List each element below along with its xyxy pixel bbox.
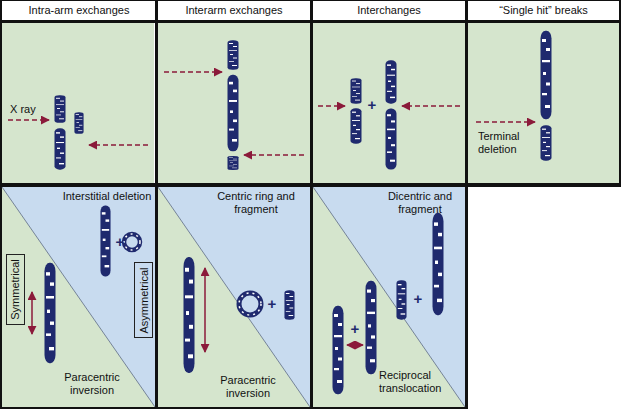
xray-arrow [476,121,535,123]
xray-arrow [244,154,304,156]
chromosome [45,31,552,395]
caption-label: Intra-arm exchanges [3,4,155,17]
caption-label: Reciprocal translocation [379,369,451,395]
caption-label: Centric ring and fragment [204,190,308,216]
grid-lines [619,0,621,186]
panel-grounds [313,187,465,407]
rotated-label: Asymmetrical [137,267,150,333]
plus-sign: + [408,290,428,307]
chromosome [386,109,397,170]
boxed-label: Asymmetrical [134,262,153,338]
xray-arrow [8,119,49,121]
xray-arrow [402,105,460,107]
panel-grounds [158,187,310,407]
plus-sign: + [262,295,282,312]
rotated-label: Symmetrical [9,259,22,320]
chromosome [228,40,239,70]
chromosome [55,95,66,123]
chromosome [184,257,195,373]
grid-lines [465,0,468,409]
diagonal-split [158,187,310,407]
caption-label: Paracentric inversion [56,371,128,397]
diagonal-split [313,187,465,407]
caption-label: Interchanges [313,4,465,17]
caption-label: Dicentric and fragment [376,190,464,216]
plus-sign: + [110,233,130,250]
inversion-arrow [32,268,363,352]
panel-grounds [2,187,155,407]
ring-chromosome [124,234,140,250]
ring-chromosome [124,234,140,250]
xray-arrow [318,105,345,107]
chromosome [541,125,552,160]
chromosome [386,60,397,103]
inversion-arrow [204,268,206,352]
inversion-arrow [31,292,33,334]
panel-grounds [2,23,154,183]
panel-grounds [158,23,310,183]
caption-label: “Single hit” breaks [468,4,619,17]
chromosome [45,263,56,363]
xray-arrow [164,71,222,73]
panel-grounds [468,23,619,183]
ring-chromosome [239,293,261,315]
panel-grounds [2,187,155,407]
grid-lines [155,0,158,409]
chromosome [55,128,66,169]
plus-sign: + [362,96,382,113]
diagonal-split [2,187,465,407]
chromosome [333,306,344,395]
chromosome [351,108,362,143]
caption-label: Paracentric inversion [212,374,284,400]
chromosome [228,75,239,152]
grid-lines [310,0,313,409]
xray-arrow [8,72,535,155]
panel-grounds [313,187,465,407]
chromosome [284,290,294,320]
panel-grounds [313,23,465,183]
grid-lines [0,407,468,409]
plus-sign: + [345,320,365,337]
chromosome [351,78,362,104]
inversion-arrow [347,344,363,346]
chromosome [74,112,83,134]
xray-arrow [89,144,148,146]
caption-label: Interarm exchanges [158,4,310,17]
chromosome [228,156,239,170]
chromosome [396,280,406,319]
caption-label: Interstitial deletion [60,190,154,203]
diagonal-split [2,187,155,407]
chromosome [366,281,377,374]
boxed-label: Symmetrical [6,254,25,325]
caption-label: X ray [10,103,50,116]
chromosome [433,213,444,315]
chromosome [541,31,552,120]
panel-grounds [158,187,310,407]
grid-lines [0,0,2,409]
chromosome [100,206,110,277]
ring-chromosome [239,293,261,315]
caption-label: Terminal deletion [478,130,538,156]
